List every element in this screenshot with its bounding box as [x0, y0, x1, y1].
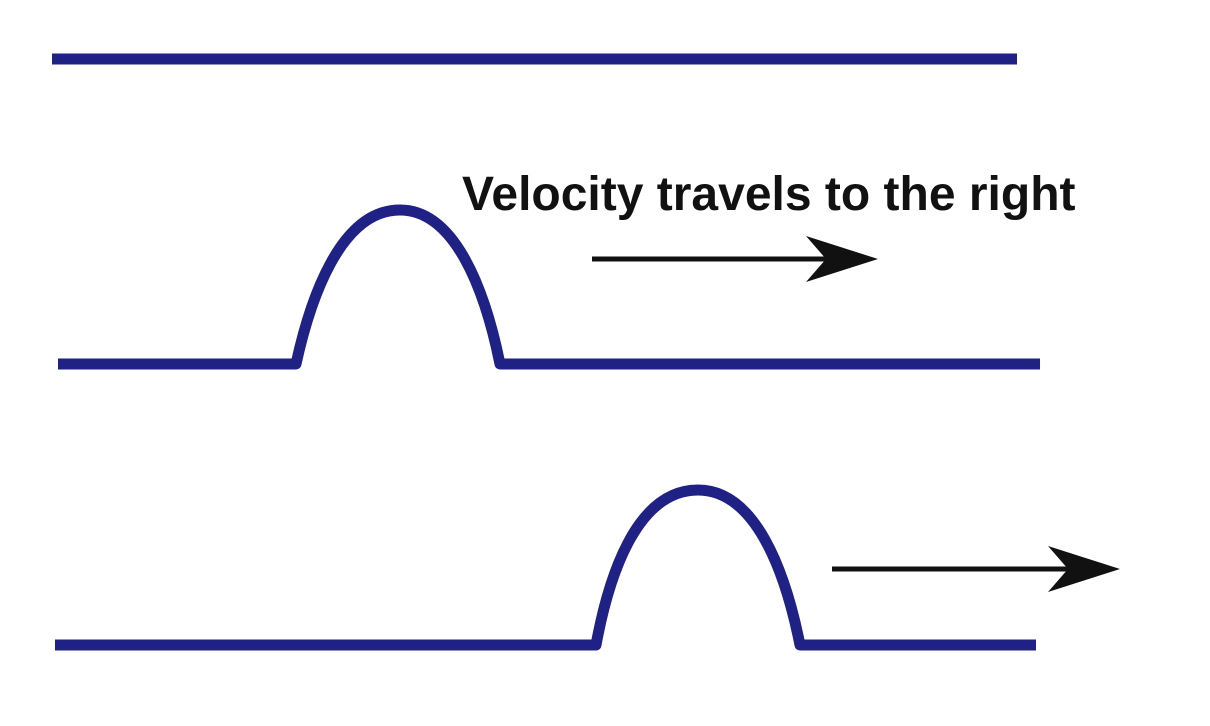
pulse-wave-first: [58, 204, 1040, 370]
arrow-head-later: [1048, 546, 1120, 592]
right-arrow-icon: [592, 236, 878, 282]
right-arrow-icon: [832, 546, 1120, 592]
velocity-caption: Velocity travels to the right: [462, 168, 1076, 221]
arrow-head-first: [806, 236, 878, 282]
pulse-wave-later: [55, 484, 1036, 651]
